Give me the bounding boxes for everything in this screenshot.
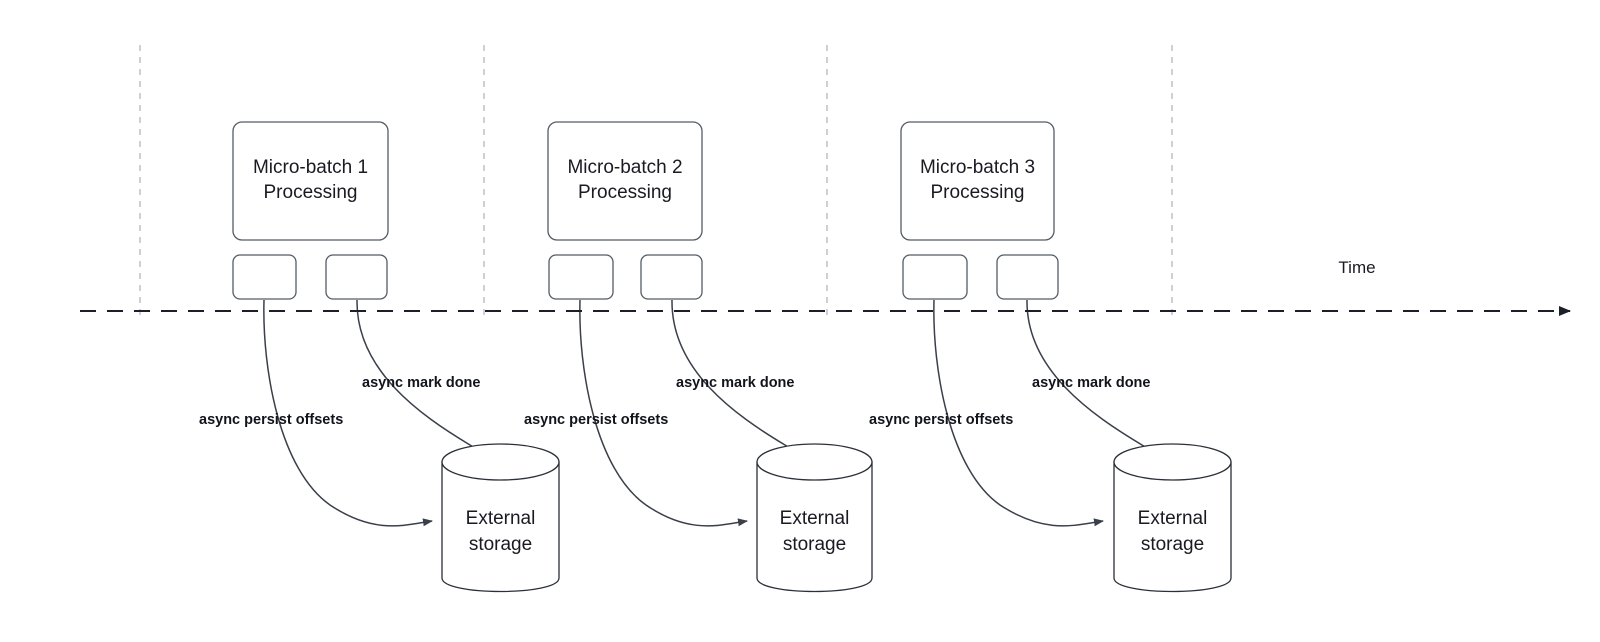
micro-batch-label-line1: Micro-batch 3 xyxy=(920,157,1035,178)
async-persist-offsets-label: async persist offsets xyxy=(524,412,668,428)
cylinder-body xyxy=(756,461,873,593)
external-storage-cylinder[interactable]: External storage xyxy=(1113,443,1232,593)
micro-batch-box[interactable] xyxy=(232,121,389,241)
async-mark-done-label: async mark done xyxy=(676,375,794,391)
cylinder-body xyxy=(441,461,560,593)
async-persist-offsets-arrow xyxy=(263,299,433,527)
async-mark-done-label: async mark done xyxy=(1032,375,1150,391)
async-persist-offsets-label: async persist offsets xyxy=(869,412,1013,428)
cylinder-top xyxy=(1113,443,1232,481)
external-storage-label-line1: External xyxy=(466,508,536,529)
task-box-right[interactable] xyxy=(325,254,388,300)
micro-batch-label-line1: Micro-batch 1 xyxy=(253,157,368,178)
micro-batch-box[interactable] xyxy=(900,121,1055,241)
task-box-left[interactable] xyxy=(232,254,297,300)
micro-batch-label-line1: Micro-batch 2 xyxy=(567,157,682,178)
cylinder-top xyxy=(756,443,873,481)
task-box-right[interactable] xyxy=(640,254,703,300)
batch-boundary-guides xyxy=(139,45,1173,315)
cylinder-body xyxy=(1113,461,1232,593)
async-persist-offsets-arrow xyxy=(579,299,748,527)
external-storage-label-line1: External xyxy=(1138,508,1208,529)
micro-batch-label-line2: Processing xyxy=(264,182,358,203)
external-storage-label-line2: storage xyxy=(783,534,846,555)
time-axis: Time xyxy=(80,258,1571,316)
external-storage-label-line1: External xyxy=(780,508,850,529)
cylinder-top xyxy=(441,443,560,481)
task-box-left[interactable] xyxy=(548,254,614,300)
external-storage-label-line2: storage xyxy=(1141,534,1204,555)
micro-batch-label-line2: Processing xyxy=(578,182,672,203)
external-storage-cylinder[interactable]: External storage xyxy=(756,443,873,593)
micro-batch-label-line2: Processing xyxy=(931,182,1025,203)
async-persist-offsets-arrow xyxy=(933,299,1104,527)
task-box-right[interactable] xyxy=(996,254,1059,300)
external-storage-label-line2: storage xyxy=(469,534,532,555)
external-storage-cylinder[interactable]: External storage xyxy=(441,443,560,593)
async-mark-done-label: async mark done xyxy=(362,375,480,391)
task-box-left[interactable] xyxy=(902,254,968,300)
async-persist-offsets-label: async persist offsets xyxy=(199,412,343,428)
micro-batch-box[interactable] xyxy=(547,121,703,241)
time-axis-label: Time xyxy=(1338,258,1375,277)
